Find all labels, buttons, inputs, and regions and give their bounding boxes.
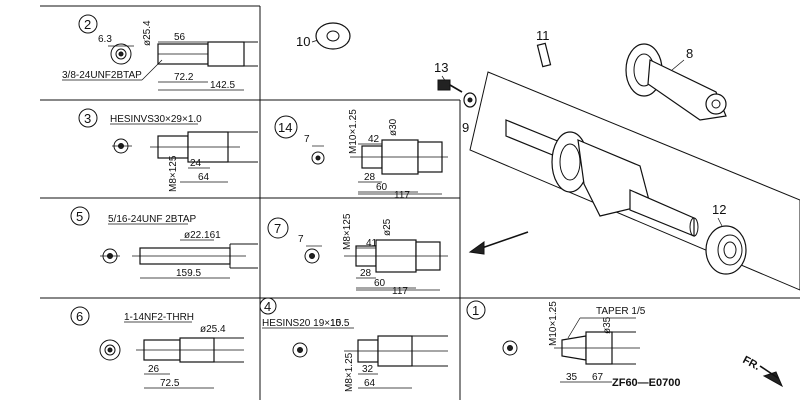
front-arrow-icon	[762, 371, 784, 388]
thread-spec: 3/8-24UNF2BTAP	[62, 70, 142, 81]
part-10-washer: 10	[296, 22, 351, 50]
svg-text:M8×125: M8×125	[168, 155, 179, 192]
svg-text:14: 14	[278, 120, 292, 135]
thread-spec: HESINVS30×29×1.0	[110, 114, 202, 125]
direction-arrow	[475, 231, 529, 251]
svg-text:7: 7	[298, 234, 304, 245]
svg-text:ø30: ø30	[388, 118, 399, 136]
panel-14: 14 7 M10×1.25 42 ø30 28 60 117	[274, 109, 448, 201]
svg-text:4: 4	[264, 299, 271, 314]
footer: ZF60—E0700 FR.	[612, 354, 784, 389]
svg-text:64: 64	[364, 378, 376, 389]
svg-text:5: 5	[76, 209, 83, 224]
svg-text:64: 64	[198, 172, 210, 183]
svg-text:M8×125: M8×125	[342, 213, 353, 250]
dim-label: 6.3	[98, 34, 112, 45]
panel-2: 2 6.3 ø25.4 56 72.2 142.5 3/8-24UNF2BTAP	[62, 14, 258, 91]
svg-text:3: 3	[84, 111, 91, 126]
panel-number: 2	[84, 17, 91, 32]
callout-number: 9	[462, 120, 469, 135]
dim-label: 142.5	[210, 80, 235, 91]
thread-spec: 1-14NF2-THRH	[124, 312, 194, 323]
dim-label: 72.2	[174, 72, 194, 83]
part-12-bearing	[705, 225, 747, 275]
panel-6: 6 1-14NF2-THRH ø25.4 26 72.5	[70, 306, 244, 389]
svg-text:42: 42	[368, 134, 380, 145]
svg-text:ø35: ø35	[602, 316, 613, 334]
svg-text:1: 1	[472, 303, 479, 318]
svg-text:41: 41	[366, 238, 378, 249]
taper-spec: TAPER 1/5	[596, 306, 646, 317]
svg-text:28: 28	[360, 268, 372, 279]
svg-text:15.5: 15.5	[330, 318, 350, 329]
svg-text:35: 35	[566, 372, 578, 383]
dim-label: ø25.4	[142, 20, 153, 46]
crankshaft-shaft-right	[629, 189, 695, 237]
svg-text:ø22.161: ø22.161	[184, 230, 221, 241]
dim-label: 56	[174, 32, 186, 43]
crankshaft-shaft-left	[505, 119, 561, 159]
svg-text:60: 60	[374, 278, 386, 289]
part-13-bolt-head	[437, 79, 451, 91]
callout-number: 12	[712, 202, 726, 217]
thread-spec: HESINS20 19×10	[262, 318, 342, 329]
svg-text:M10×1.25: M10×1.25	[348, 109, 359, 154]
drawing-code: ZF60—E0700	[612, 377, 680, 389]
svg-text:M10×1.25: M10×1.25	[548, 301, 559, 346]
panel-7: 7 7 M8×125 41 ø25 28 60 117	[267, 213, 448, 297]
svg-text:117: 117	[394, 190, 410, 201]
svg-text:ø25: ø25	[382, 218, 393, 236]
svg-text:7: 7	[304, 134, 310, 145]
svg-text:6: 6	[76, 309, 83, 324]
svg-text:32: 32	[362, 364, 374, 375]
svg-text:117: 117	[392, 286, 408, 297]
assembly-frame	[469, 71, 800, 291]
panel-3: 3 HESINVS30×29×1.0 M8×125 24 64	[78, 108, 258, 192]
panel-4: 4 HESINS20 19×10 15.5 M8×1.25 32 64	[259, 297, 448, 392]
svg-text:24: 24	[190, 158, 202, 169]
svg-text:60: 60	[376, 182, 388, 193]
panel-1: 1 TAPER 1/5 M10×1.25 ø35 35 67	[466, 300, 646, 383]
crankshaft-assembly: 11 8 13 9 12	[434, 28, 800, 291]
svg-text:72.5: 72.5	[160, 378, 180, 389]
svg-text:ø25.4: ø25.4	[200, 324, 226, 335]
callout-number: 8	[686, 46, 693, 61]
svg-text:M8×1.25: M8×1.25	[344, 352, 355, 392]
svg-text:7: 7	[274, 221, 281, 236]
part-11-key	[536, 42, 552, 68]
thread-spec: 5/16-24UNF 2BTAP	[108, 214, 197, 225]
front-label: FR.	[741, 354, 762, 373]
svg-text:67: 67	[592, 372, 604, 383]
svg-text:28: 28	[364, 172, 376, 183]
callout-number: 13	[434, 60, 448, 75]
callout-number: 11	[536, 28, 550, 43]
panel-5: 5 5/16-24UNF 2BTAP ø22.161 159.5	[70, 206, 258, 279]
svg-text:159.5: 159.5	[176, 268, 201, 279]
panel-frame	[40, 5, 800, 400]
svg-text:26: 26	[148, 364, 160, 375]
panel-number-circle	[78, 14, 98, 34]
shaft-end-view	[110, 43, 132, 65]
callout-number: 10	[296, 34, 310, 49]
